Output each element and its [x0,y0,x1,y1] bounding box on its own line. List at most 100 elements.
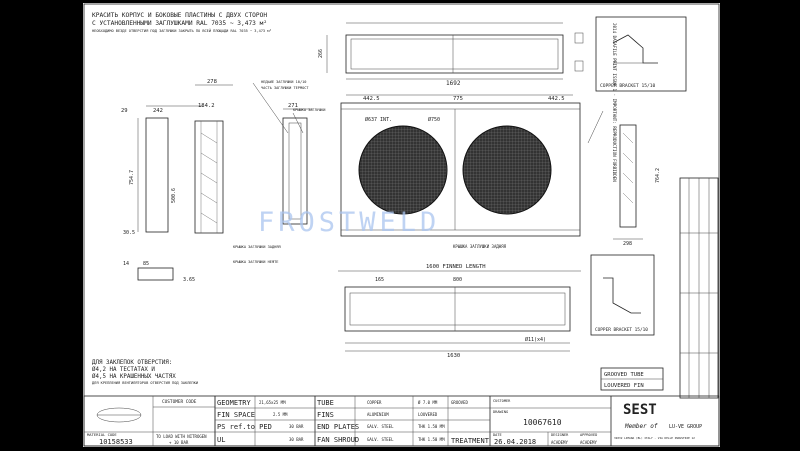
end-plates-label: END PLATES [317,423,359,431]
company-logo: SEST [623,402,657,418]
ps-value: 30 BAR [289,424,304,429]
fan-right-grille [462,125,552,215]
label-grooved: GROOVED TUBE [604,372,644,378]
title-block: CUSTOMER CODE MATERIAL CODE 10158533 TO … [83,395,720,447]
front-view: 442.5 775 442.5 Ø637 INT. Ø750 [340,94,581,237]
material-code: 10158533 [99,438,133,446]
dim-fan-right: Ø750 [428,116,440,123]
dim-holes: Ø11(x4) [525,336,546,343]
to-load-2: + 10 BAR [169,440,189,445]
dim-fan-left: Ø637 INT. [365,116,392,123]
copper-bracket-top-detail: COPPER BRACKET 15/10 [595,16,687,92]
dim-front-left: 442.5 [363,96,380,102]
customer-label: CUSTOMER [493,399,511,403]
customer-code-label: CUSTOMER CODE [162,399,197,405]
fins-material: ALUMINIUM [367,412,389,417]
dim-fin-length: 1600 FINNED LENGTH [426,264,486,270]
dim-side-height2: 500.6 [171,188,177,203]
note-top-2: С УСТАНОВЛЕННЫМИ ЗАГЛУШКАМИ RAL 7035 ~ 3… [92,20,267,27]
date: 26.04.2018 [494,438,536,446]
dim-right-h: 764.2 [655,168,661,183]
dim-side-a-w2: 242 [153,108,163,114]
leader-5: КРЫШКА ЗАГЛУШКИ НЕФТЕ [233,260,278,264]
tube-fin-box: GROOVED TUBE LOUVERED FIN [600,367,664,391]
dim-bottom-d2: 800 [453,277,462,283]
ul-label: UL [217,436,225,444]
fan-left-grille [358,125,448,215]
dim-front-center: 775 [453,96,463,102]
drawing-sheet: КРАСИТЬ КОРПУС И БОКОВЫЕ ПЛАСТИНЫ С ДВУХ… [83,3,720,447]
designer: ACADEMY [551,440,568,445]
drawing-no: 10067610 [523,418,562,427]
dim-top-height: 266 [318,49,324,58]
bottom-view: 1600 FINNED LENGTH 165 800 Ø11(x4) 1630 [338,264,581,359]
detail-small-left: 14 85 3.65 [123,261,195,283]
dim-small: 30.5 [123,230,135,236]
dim-right-w: 298 [623,241,632,247]
watermark: FROSTWELD [258,207,440,238]
group-logo: LU-VE GROUP [669,424,702,430]
dim-side-b-w1: 278 [207,79,217,85]
note-bottom-2: Ø4,2 НА ТЕСТАТАХ И [92,366,155,373]
note-bottom-1: ДЛЯ ЗАКЛЕПОК ОТВЕРСТИЯ: [92,360,172,366]
tube-thk: Ø 7.0 MM [418,400,438,405]
dim-bottom-d1: 165 [375,277,384,283]
ul-value: 30 BAR [289,437,304,442]
note-bottom-4: ДЛЯ КРЕПЛЕНИЯ ВЕНТИЛЯТОРОВ ОТВЕРСТИЯ ПОД… [92,381,198,385]
leader-6: КРЫШКА ЗАГЛУШКИ ЗАДНЯЯ [453,244,507,249]
leader-2: ЧАСТЬ ЗАГЛУШКИ ТЕРМОСТ [261,86,309,90]
dim-side-c: 271 [288,103,298,109]
label-louvered: LOUVERED FIN [604,383,644,389]
geometry-value: 21,65x25 MM [259,400,286,405]
fan-shroud-thk: THK 1.50 MM [418,437,445,442]
note-top-1: КРАСИТЬ КОРПУС И БОКОВЫЕ ПЛАСТИНЫ С ДВУХ… [92,12,267,19]
note-top-3: НЕОБХОДИМО ВЕЗДЕ ОТВЕРСТИЯ ПОД ЗАГЛУШКИ … [92,28,272,33]
tube-finish: GROOVED [451,400,468,405]
side-title-strip: 2014 DATAFILE PRINT ISSUE 1 · IMPORTANT:… [612,23,719,399]
member-of: Member of [624,423,658,430]
date-label: DATE [493,433,502,437]
side-view-a: 29 242 754.7 500.6 30.5 [121,105,203,236]
geometry-label: GEOMETRY [217,399,252,407]
technical-drawing: КРАСИТЬ КОРПУС И БОКОВЫЕ ПЛАСТИНЫ С ДВУХ… [83,3,720,447]
side-view-b: 278 184.2 [194,79,233,234]
leader-3: КРЫШКА ЗАГЛУШКИ [293,108,325,112]
material-code-label: MATERIAL CODE [87,432,117,437]
ps-label: PS ref.to PED [217,423,272,431]
right-end-view: 298 764.2 [613,124,661,247]
top-view: 1692 266 [318,22,584,87]
end-plates-thk: THK 1.50 MM [418,424,445,429]
leader-1: НЕДЬИЕ ЗАГЛУШКИ 10/10 [261,80,306,84]
end-plates-material: GALV. STEEL [367,424,394,429]
dim-85: 85 [143,261,149,267]
dim-14: 14 [123,261,129,267]
side-view-c: 271 [282,103,313,225]
dim-side-a-w1: 29 [121,108,128,114]
label-copper-bracket-bottom: COPPER BRACKET 15/10 [595,327,648,333]
tube-material: COPPER [367,400,382,405]
dim-365: 3.65 [183,277,195,283]
approved: ACADEMY [580,440,597,445]
dim-bottom-total: 1630 [447,353,460,359]
leader-notes: НЕДЬИЕ ЗАГЛУШКИ 10/10 ЧАСТЬ ЗАГЛУШКИ ТЕР… [233,80,604,264]
dim-top-length: 1692 [446,80,461,87]
fin-space-label: FIN SPACE [217,411,255,419]
company-address: 32032 LIMANA (BL) ITALY - VIA DELLE INDU… [614,436,695,440]
copper-bracket-bottom-detail: COPPER BRACKET 15/10 [590,254,655,336]
label-copper-bracket-top: COPPER BRACKET 15/10 [600,83,656,89]
dim-front-right: 442.5 [548,96,565,102]
designer-label: DESIGNER [551,433,569,437]
note-bottom-3: Ø4,5 НА КРАШЕННЫХ ЧАСТЯХ [92,373,176,380]
dim-side-height: 754.7 [129,170,135,185]
fin-space-value: 2.5 MM [273,412,288,417]
dim-side-b-w2: 184.2 [198,103,215,109]
fan-shroud-label: FAN SHROUD [317,436,359,444]
to-load-1: TO LOAD WITH NITROGEN [156,434,207,439]
drawing-label: DRAWING [493,410,508,414]
fins-label: FINS [317,411,334,419]
leader-4: КРЫШКА ЗАГЛУШКИ ЗАДНЯЯ [233,245,281,249]
treatment-label: TREATMENT [451,437,490,445]
fins-finish: LOUVERED [418,412,438,417]
side-block-text: 2014 DATAFILE PRINT ISSUE 1 · IMPORTANT:… [612,23,617,182]
